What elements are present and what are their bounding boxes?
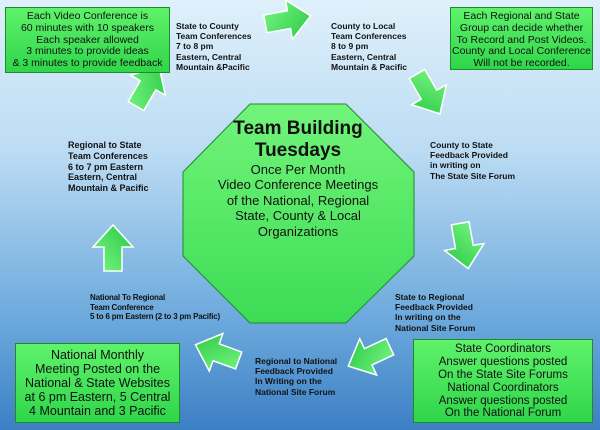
step-line: The State Site Forum [430, 170, 516, 181]
box-line: Each speaker allowed [36, 33, 139, 46]
box-line: Each Regional and State [463, 10, 580, 22]
step-line: Eastern, Central [176, 51, 242, 62]
step-line: Mountain &Pacific [176, 61, 250, 72]
box-line: 4 Mountain and 3 Pacific [29, 404, 166, 418]
box-line: County and Local Conference [452, 45, 591, 58]
arrow-left [91, 223, 135, 272]
center-text: Team Building Tuesdays Once Per Month Vi… [193, 118, 403, 240]
step-line: Feedback Provided [430, 150, 508, 161]
center-title-line: Tuesdays [254, 139, 342, 161]
step-line: in writing on [430, 160, 481, 171]
step-state-to-county: State to County Team Conferences 7 to 8 … [176, 21, 251, 72]
step-line: National Site Forum [395, 322, 476, 333]
step-state-to-regional: State to Regional Feedback Provided In w… [395, 292, 475, 333]
step-line: 6 to 7 pm Eastern [68, 161, 144, 172]
box-line: National & State Websites [25, 376, 170, 390]
step-line: Team Conferences [331, 31, 407, 42]
arrow-bottom-right [347, 336, 395, 377]
center-body-line: of the National, Regional [226, 192, 370, 208]
arrow-top-left [127, 65, 167, 112]
box-top-right: Each Regional and State Group can decide… [450, 7, 593, 70]
step-national-to-regional: National To Regional Team Conference 5 t… [90, 293, 220, 322]
box-line: Will not be recorded. [473, 57, 570, 69]
center-title-line: Team Building [233, 118, 363, 139]
box-line: Group can decide whether [459, 21, 584, 34]
box-line: On the National Forum [444, 407, 562, 420]
center-body-line: Once Per Month [250, 161, 346, 177]
step-line: In Writing on the [255, 376, 322, 387]
step-county-to-state: County to State Feedback Provided in wri… [430, 140, 515, 181]
step-line: 8 to 9 pm [331, 41, 369, 52]
arrow-top [262, 0, 312, 42]
arrow-top-right [408, 68, 448, 115]
box-top-left: Each Video Conference is 60 minutes with… [5, 7, 170, 73]
box-line: 3 minutes to provide ideas [26, 45, 149, 58]
box-line: at 6 pm Eastern, 5 Central [24, 390, 171, 404]
step-line: Team Conferences [68, 150, 148, 161]
center-body-line: State, County & Local [235, 208, 361, 224]
box-line: National Monthly [50, 348, 145, 362]
step-line: Regional to State [68, 140, 142, 150]
center-octagon [182, 103, 415, 324]
box-line: Each Video Conference is [26, 10, 149, 22]
step-regional-to-state: Regional to State Team Conferences 6 to … [68, 140, 149, 194]
step-line: State to Regional [395, 292, 465, 302]
box-bottom-left: National Monthly Meeting Posted on the N… [15, 343, 180, 423]
center-body-line: Organizations [257, 224, 339, 240]
arrow-right [442, 220, 486, 270]
step-line: Regional to National [255, 356, 338, 366]
step-line: State to County [176, 21, 239, 31]
step-line: Team Conferences [176, 31, 252, 42]
step-line: Team Conference [90, 302, 154, 312]
center-body-line: Video Conference Meetings [217, 177, 379, 193]
step-line: 5 to 6 pm Eastern (2 to 3 pm Pacific) [90, 312, 220, 322]
step-line: Eastern, Central [331, 51, 397, 62]
box-line: & 3 minutes to provide feedback [12, 57, 163, 69]
step-county-to-local: County to Local Team Conferences 8 to 9 … [331, 21, 407, 72]
step-line: Mountain & Pacific [68, 183, 149, 194]
box-line: Meeting Posted on the [34, 362, 161, 376]
step-line: 7 to 8 pm [176, 41, 214, 52]
box-line: State Coordinators [455, 343, 551, 355]
step-line: National Site Forum [255, 386, 336, 397]
step-line: County to Local [331, 21, 396, 31]
box-line: National Coordinators [447, 381, 559, 394]
box-line: 60 minutes with 10 speakers [20, 21, 155, 34]
step-regional-to-national: Regional to National Feedback Provided I… [255, 356, 337, 397]
box-line: On the State Site Forums [438, 368, 568, 381]
step-line: National To Regional [90, 293, 165, 302]
step-line: Feedback Provided [255, 366, 333, 377]
step-line: Mountain & Pacific [331, 61, 408, 72]
step-line: Eastern, Central [68, 172, 138, 183]
arrow-bottom-left [194, 332, 243, 373]
box-line: To Record and Post Videos. [456, 33, 587, 46]
step-line: In writing on the [395, 312, 461, 323]
step-line: County to State [430, 140, 493, 150]
step-line: Feedback Provided [395, 302, 473, 313]
box-line: Answer questions posted [438, 355, 568, 368]
box-bottom-right: State Coordinators Answer questions post… [413, 339, 593, 423]
box-line: Answer questions posted [438, 394, 568, 407]
